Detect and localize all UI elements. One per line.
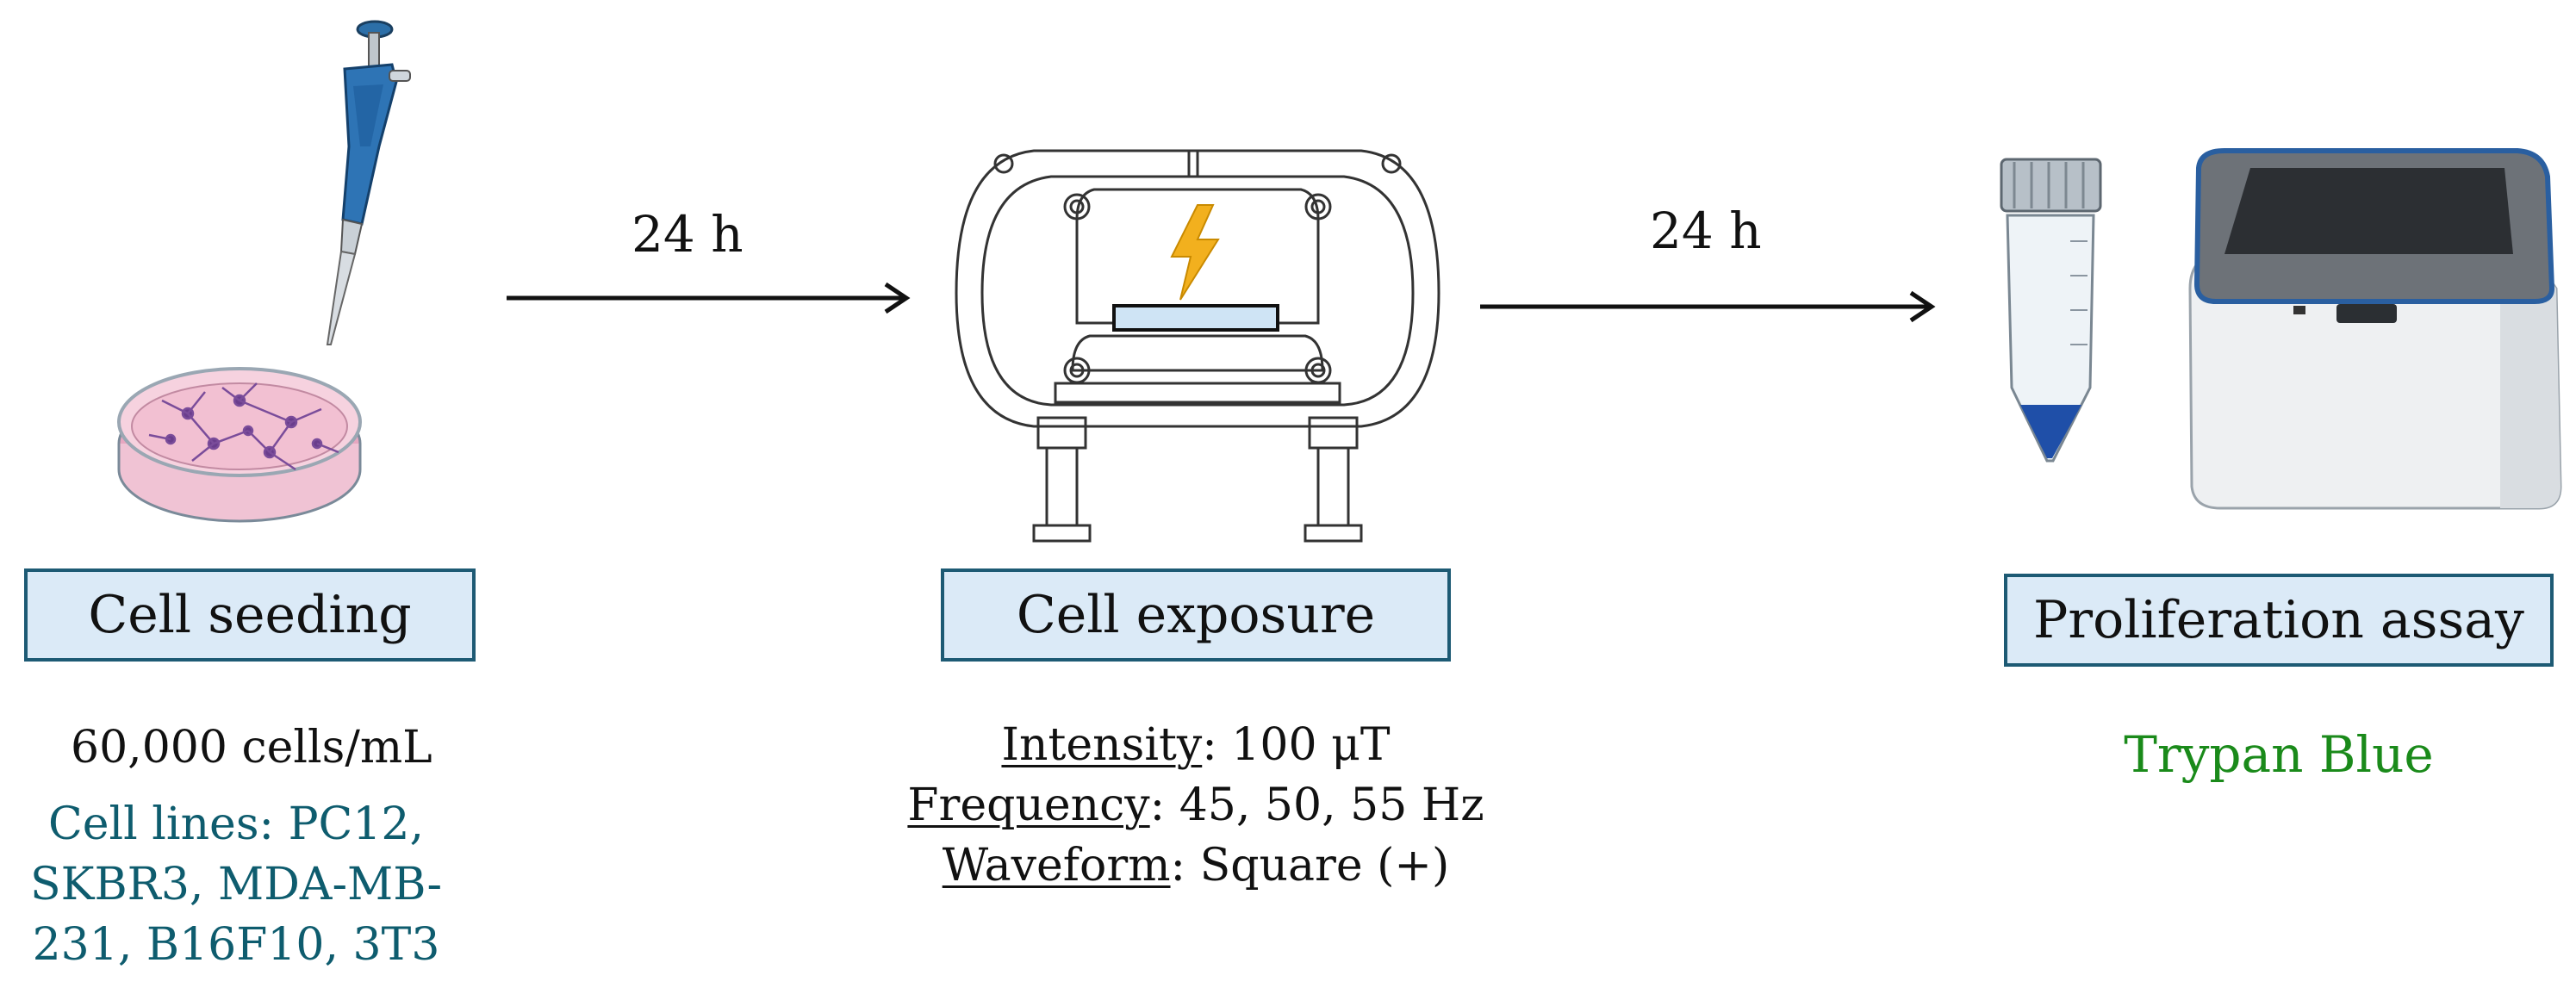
cell-lines-line3: 231, B16F10, 3T3 <box>32 919 440 971</box>
assay-method: Trypan Blue <box>2124 725 2434 784</box>
exposure-device-icon <box>955 149 1440 543</box>
cell-lines-line2: SKBR3, MDA-MB- <box>29 859 443 910</box>
petri-dish-icon <box>117 367 362 523</box>
frequency-value: : 45, 50, 55 Hz <box>1149 780 1484 831</box>
intensity-row: Intensity: 100 μT <box>879 715 1513 775</box>
arrow-2-label: 24 h <box>1650 202 1762 260</box>
frequency-row: Frequency: 45, 50, 55 Hz <box>879 775 1513 836</box>
arrow-exposure-to-assay <box>1480 290 1936 323</box>
waveform-label: Waveform <box>942 840 1171 891</box>
intensity-label: Intensity <box>1001 719 1203 771</box>
cell-lines-line1: : PC12, <box>258 798 425 850</box>
step-cell-seeding: Cell seeding <box>24 568 476 662</box>
step-cell-exposure: Cell exposure <box>941 568 1451 662</box>
cell-lines-label: Cell lines <box>47 798 259 850</box>
arrow-seeding-to-exposure <box>507 282 911 314</box>
lightning-icon <box>1170 204 1220 301</box>
arrow-1-label: 24 h <box>632 205 744 264</box>
pipette-icon <box>326 20 411 345</box>
waveform-row: Waveform: Square (+) <box>879 836 1513 896</box>
frequency-label: Frequency <box>907 780 1150 831</box>
step-proliferation-assay: Proliferation assay <box>2004 574 2554 667</box>
cell-lines: Cell lines: PC12, SKBR3, MDA-MB- 231, B1… <box>0 794 472 975</box>
exposure-parameters: Intensity: 100 μT Frequency: 45, 50, 55 … <box>879 715 1513 896</box>
cell-counter-icon <box>2188 148 2562 510</box>
waveform-value: : Square (+) <box>1170 840 1450 891</box>
centrifuge-tube-icon <box>2000 158 2102 463</box>
seeding-density: 60,000 cells/mL <box>71 722 432 773</box>
intensity-value: : 100 μT <box>1202 719 1391 771</box>
